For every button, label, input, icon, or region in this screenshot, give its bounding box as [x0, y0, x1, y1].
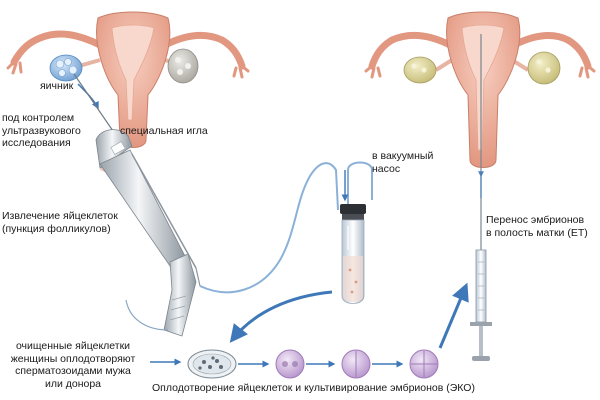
label-transfer-line1: Перенос эмбрионов: [486, 214, 585, 226]
label-vacuum-line2: насос: [372, 162, 401, 175]
label-ultrasound-line2: ультразвукового: [2, 124, 81, 137]
label-cleaned-line3: сперматозоидами мужа: [15, 365, 131, 377]
label-ovary: яичник: [40, 80, 74, 92]
label-retrieval-line1: Извлечение яйцеклеток: [2, 210, 118, 222]
probe-cable: [125, 299, 169, 331]
label-cleaned-line2: женщины оплодотворяют: [10, 352, 136, 365]
label-transfer-line2: в полость матки (ET): [486, 226, 588, 239]
transfer-syringe: [470, 34, 492, 361]
right-tube-fimbriae: [232, 64, 250, 79]
petri-dish: [187, 349, 237, 379]
left-fallopian-tube: [10, 30, 104, 66]
label-ultrasound-line1: под контролем: [2, 112, 75, 124]
label-fertilization: Оплодотворение яйцеклеток и культивирова…: [152, 382, 475, 394]
vacuum-tubing: [199, 161, 373, 294]
label-cleaned-line4: или донора: [44, 377, 102, 390]
embryo-2-cell: [341, 349, 371, 379]
ovary-left-yellow: [403, 56, 437, 84]
label-retrieval-line2: (пункция фолликулов): [2, 222, 111, 235]
label-cleaned-eggs: очищенные яйцеклетки женщины оплодотворя…: [2, 340, 144, 390]
label-ultrasound-line3: исследования: [2, 137, 71, 149]
ovary-right-yellow: [527, 51, 561, 85]
uterus-transfer-illustration: [364, 11, 596, 168]
left-tube-fimbriae: [6, 60, 23, 75]
probe-handle: [163, 253, 197, 337]
uterus-retrieval-illustration: [6, 11, 250, 175]
label-cleaned-line1: очищенные яйцеклетки: [15, 340, 131, 352]
probe-shaft: [99, 149, 187, 267]
embryo-4-cell: [409, 349, 439, 379]
label-vacuum: в вакуумный насос: [372, 150, 433, 175]
label-vacuum-line1: в вакуумный: [372, 150, 434, 162]
ovary-follicles-blue: [49, 54, 83, 82]
vacuum-collection-tube: [340, 204, 366, 304]
uterine-cavity: [111, 24, 155, 121]
label-ultrasound: под контролем ультразвукового исследован…: [2, 112, 81, 150]
label-needle: специальная игла: [120, 125, 208, 137]
label-transfer: Перенос эмбрионов в полость матки (ET): [486, 214, 588, 239]
fertilization-sequence: [150, 349, 439, 379]
embryo-to-transfer-arrow: [438, 282, 469, 349]
embryo-zygote: [275, 349, 305, 379]
vacuum-to-dish-arrow: [229, 290, 333, 343]
transvaginal-needle-probe: [73, 73, 201, 337]
right-fallopian-tube: [161, 31, 246, 70]
label-retrieval: Извлечение яйцеклеток (пункция фолликуло…: [2, 210, 118, 235]
ovary-grey: [167, 48, 199, 84]
